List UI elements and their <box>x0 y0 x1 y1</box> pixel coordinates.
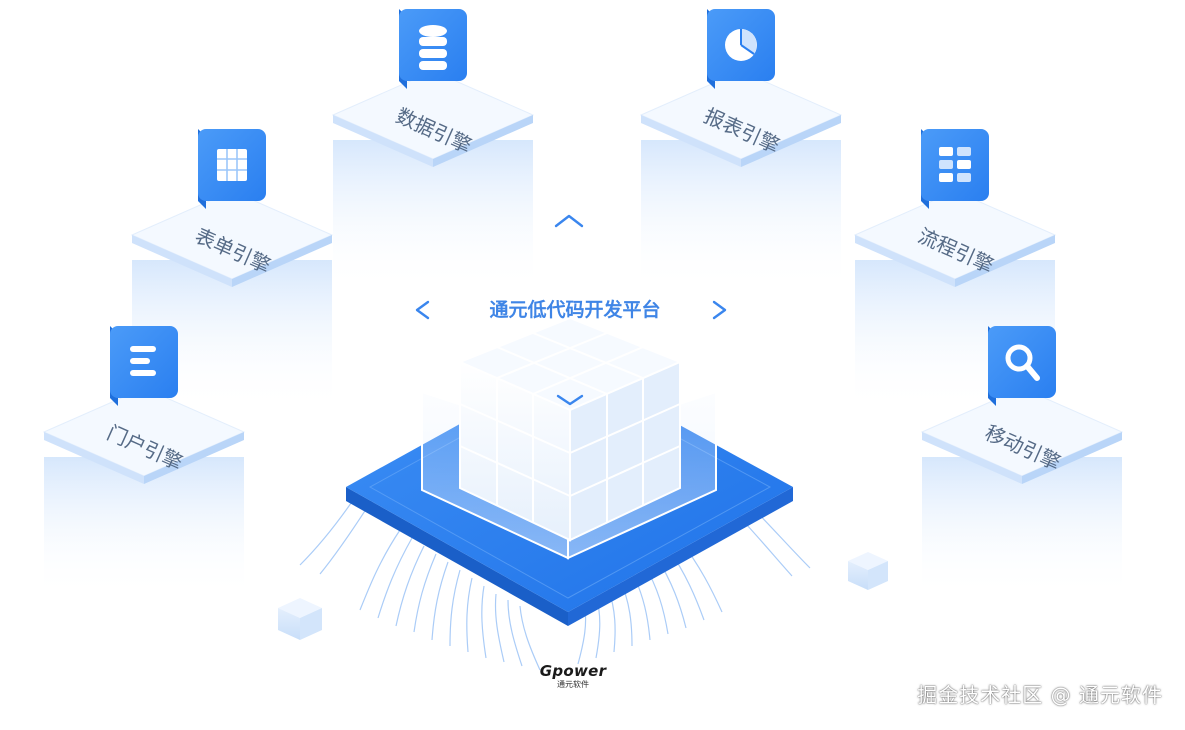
arrow-up-icon <box>556 216 582 226</box>
deco-cube-left <box>278 598 322 640</box>
deco-cube-right <box>848 552 888 590</box>
watermark: 掘金技术社区 @ 通元软件 <box>917 679 1163 708</box>
pie-chart-icon <box>725 29 757 61</box>
brand-subtitle: 通元软件 <box>534 680 612 689</box>
arrow-left-icon <box>417 302 428 318</box>
table-grid-icon <box>217 149 247 181</box>
brand-name: Gpower <box>534 664 612 679</box>
arrow-right-icon <box>714 302 725 318</box>
center-title: 通元低代码开发平台 <box>489 298 660 321</box>
engine-tile-report: 报表引擎 <box>641 9 841 290</box>
brand-logo: Gpower 通元软件 <box>534 664 612 689</box>
engine-tile-data: 数据引擎 <box>333 9 533 290</box>
